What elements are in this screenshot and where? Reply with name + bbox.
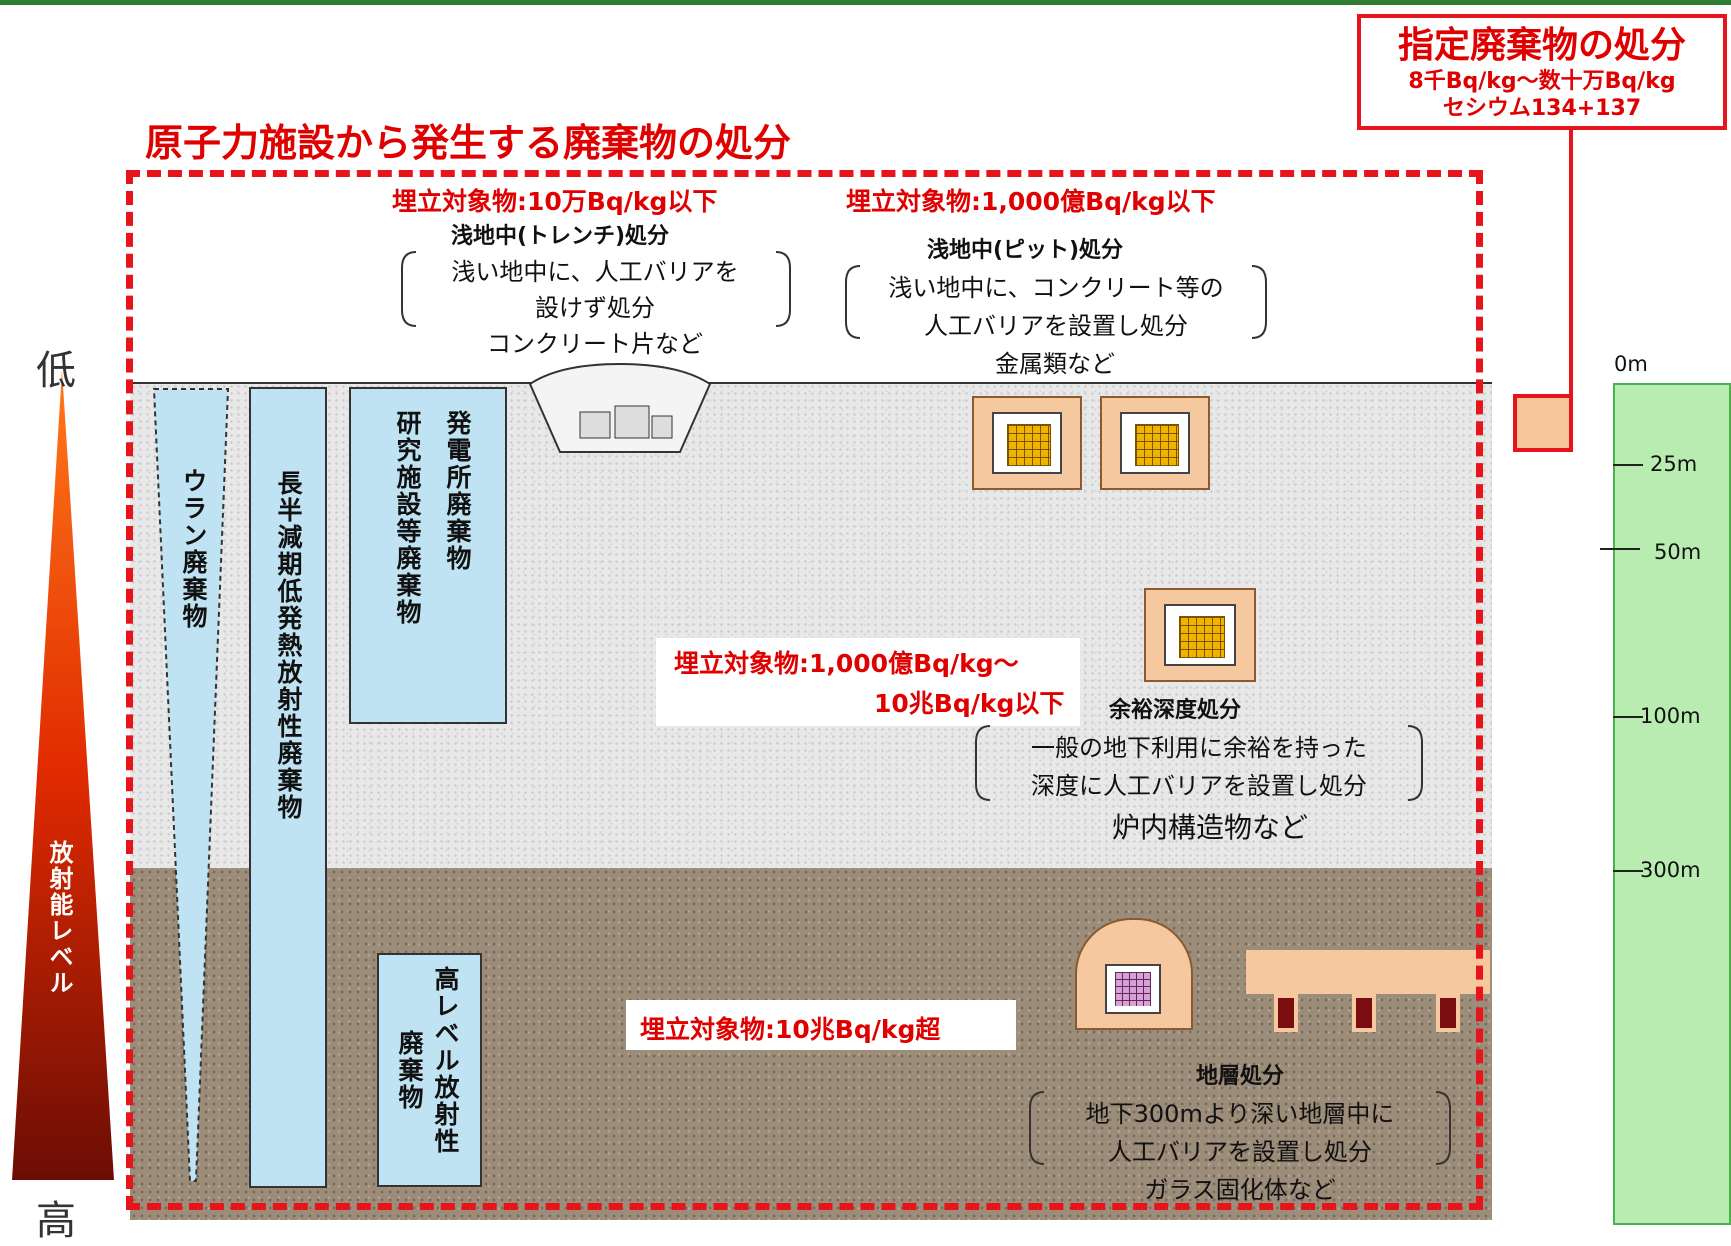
disposal-hole-3 [1436,994,1460,1032]
ground-surface-line [130,382,1492,384]
intermediate-depth-vault [1144,588,1256,682]
trench-disposal-name: 浅地中(トレンチ)処分 [450,224,670,249]
trench-disposal-mound [528,362,712,453]
geological-desc-2: 人工バリアを設置し処分 [1108,1138,1372,1166]
uranium-waste-label: ウラン廃棄物 [179,468,208,630]
intermediate-limit-2: 10兆Bq/kg以下 [874,684,1065,720]
depth-label-100m: 100m [1640,704,1701,728]
geological-disposal-name: 地層処分 [1195,1064,1284,1089]
designated-waste-nuclide: セシウム134+137 [1442,96,1642,121]
radioactivity-level-triangle [12,370,114,1180]
power-plant-waste-label: 発電所廃棄物 [443,410,472,572]
depth-label-300m: 300m [1640,858,1701,882]
geological-desc-brackets [1029,1091,1451,1165]
trench-desc-brackets [401,251,791,327]
high-level-waste-column [377,953,482,1187]
depth-tick-25m [1613,464,1643,466]
pit-disposal-vault-1 [972,396,1082,490]
designated-waste-range: 8千Bq/kg～数十万Bq/kg [1408,69,1676,94]
geological-disposal-tunnel [1246,950,1490,994]
designated-waste-leader-line [1569,130,1573,394]
high-label: 高 [36,1198,76,1244]
intermediate-desc-brackets [975,725,1423,801]
trench-limit-label: 埋立対象物:10万Bq/kg以下 [392,182,718,218]
pit-desc-1: 浅い地中に、コンクリート等の [888,274,1224,302]
pit-disposal-vault-2 [1100,396,1210,490]
pit-limit-label: 埋立対象物:1,000億Bq/kg以下 [846,182,1216,218]
geological-limit-label: 埋立対象物:10兆Bq/kg超 [640,1010,941,1046]
pit-example: 金属類など [995,350,1115,378]
designated-waste-title: 指定廃棄物の処分 [1397,25,1686,66]
pit-disposal-name: 浅地中(ピット)処分 [926,238,1124,263]
depth-tick-100m [1613,716,1643,718]
depth-label-25m: 25m [1650,452,1698,476]
geological-disposal-vault [1075,918,1193,1030]
disposal-hole-1 [1274,994,1298,1032]
designated-waste-disposal-site [1513,394,1573,452]
pit-desc-2: 人工バリアを設置し処分 [924,312,1188,340]
page-title: 原子力施設から発生する廃棄物の処分 [145,121,792,165]
research-facility-waste-label: 研究施設等廃棄物 [393,410,422,626]
intermediate-disposal-name: 余裕深度処分 [1108,698,1241,723]
depth-scale-bar [1613,383,1731,1225]
power-plant-waste-column [349,387,507,724]
high-level-waste-label-1: 高レベル放射性 [431,966,460,1155]
uranium-waste-wedge [152,388,230,1182]
radioactivity-level-label: 放射能レベル [45,840,73,996]
intermediate-limit-1: 埋立対象物:1,000億Bq/kg～ [674,644,1019,680]
pit-desc-brackets [845,265,1267,339]
depth-label-50m: 50m [1654,540,1702,564]
trench-desc-1: 浅い地中に、人工バリアを [451,258,739,286]
deep-rock-layer [130,868,1492,1220]
intermediate-desc-2: 深度に人工バリアを設置し処分 [1031,772,1367,800]
disposal-hole-2 [1352,994,1376,1032]
long-lived-waste-column [249,387,327,1188]
intermediate-desc-1: 一般の地下利用に余裕を持った [1031,734,1367,762]
geological-desc-1: 地下300mより深い地層中に [1085,1100,1395,1128]
depth-tick-300m [1613,870,1643,872]
long-lived-waste-label: 長半減期低発熱放射性廃棄物 [274,470,303,821]
top-border [0,0,1731,5]
nuclear-facility-waste-boundary [126,170,1483,1210]
depth-label-0m: 0m [1614,352,1648,376]
geological-example: ガラス固化体など [1144,1176,1336,1204]
designated-waste-box: 指定廃棄物の処分 8千Bq/kg～数十万Bq/kg セシウム134+137 [1357,14,1727,130]
trench-example: コンクリート片など [487,330,703,358]
intermediate-example: 炉内構造物など [1111,811,1308,844]
high-level-waste-label-2: 廃棄物 [395,1030,424,1111]
low-label: 低 [36,348,76,394]
trench-desc-2: 設けず処分 [535,294,655,322]
depth-tick-50m [1600,548,1640,550]
